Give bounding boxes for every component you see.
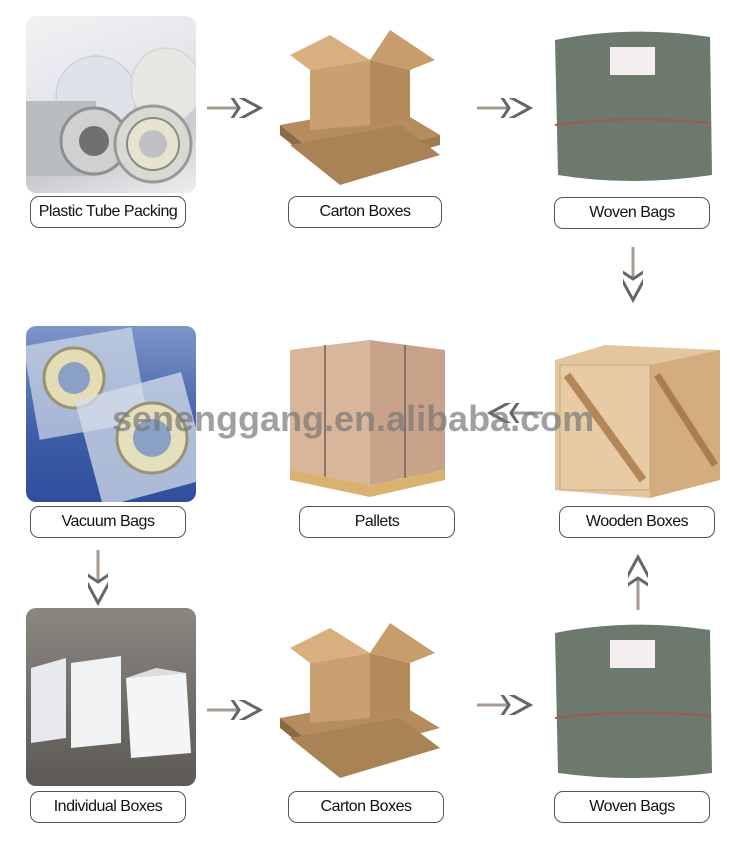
- carton-box-icon: [280, 30, 440, 185]
- step-label-carton-boxes-2: Carton Boxes: [288, 791, 444, 823]
- step-label-vacuum-bags: Vacuum Bags: [30, 506, 186, 538]
- white-box-icon: [31, 656, 191, 758]
- pallet-icon: [290, 340, 445, 497]
- step-label-woven-bags-1: Woven Bags: [554, 197, 710, 229]
- woven-bags-image-bottom: [550, 618, 715, 783]
- wooden-crate-icon: [555, 345, 720, 498]
- arrow-right-icon: [477, 98, 535, 118]
- step-label-wooden-boxes: Wooden Boxes: [559, 506, 715, 538]
- arrow-down-icon: [623, 247, 643, 305]
- arrow-right-icon: [477, 695, 535, 715]
- step-label-pallets: Pallets: [299, 506, 455, 538]
- carton-boxes-image-top: [270, 25, 445, 190]
- arrow-up-icon: [628, 552, 648, 610]
- carton-boxes-image-bottom: [270, 618, 445, 783]
- pallets-image: [285, 335, 450, 500]
- woven-bag-icon: [554, 624, 712, 778]
- woven-bags-image-top: [550, 25, 715, 185]
- plastic-tube-image: [26, 16, 196, 193]
- vacuum-bag-icon: [26, 327, 196, 502]
- step-label-individual-boxes: Individual Boxes: [30, 791, 186, 823]
- woven-bag-icon: [554, 31, 712, 181]
- arrow-right-icon: [207, 700, 265, 720]
- arrow-down-icon: [88, 550, 108, 608]
- arrow-left-icon: [485, 403, 543, 423]
- bearing-icon: [26, 47, 196, 184]
- step-label-plastic-tube-packing: Plastic Tube Packing: [30, 196, 186, 228]
- watermark: senenggang.en.alibaba.com: [112, 398, 595, 439]
- arrow-right-icon: [207, 98, 265, 118]
- vacuum-bags-image: [26, 326, 196, 502]
- carton-box-icon: [280, 623, 440, 778]
- step-label-woven-bags-2: Woven Bags: [554, 791, 710, 823]
- individual-boxes-image: [26, 608, 196, 786]
- wooden-boxes-image: [555, 340, 720, 500]
- step-label-carton-boxes-1: Carton Boxes: [288, 196, 442, 228]
